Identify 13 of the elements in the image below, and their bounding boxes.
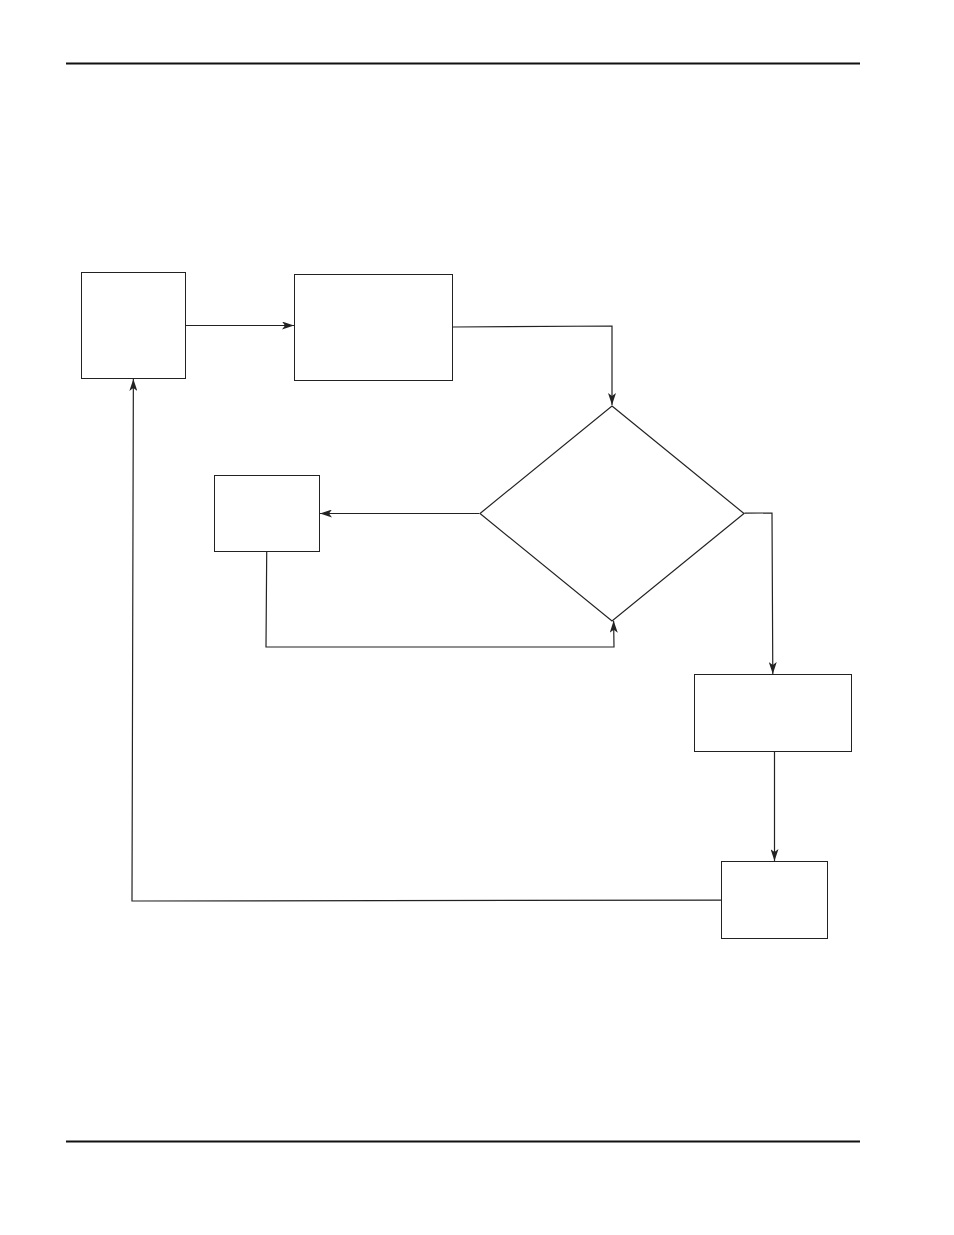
process-box	[81, 272, 186, 379]
process-box	[721, 861, 828, 939]
process-box	[294, 274, 453, 381]
arrow	[129, 378, 722, 902]
decision-diamond	[479, 405, 745, 622]
arrow	[770, 751, 779, 862]
arrow	[743, 512, 777, 675]
arrow	[265, 551, 618, 648]
arrow	[319, 509, 480, 518]
arrow	[185, 321, 295, 330]
process-box	[214, 475, 320, 552]
process-box	[694, 674, 852, 752]
arrow	[452, 325, 616, 406]
